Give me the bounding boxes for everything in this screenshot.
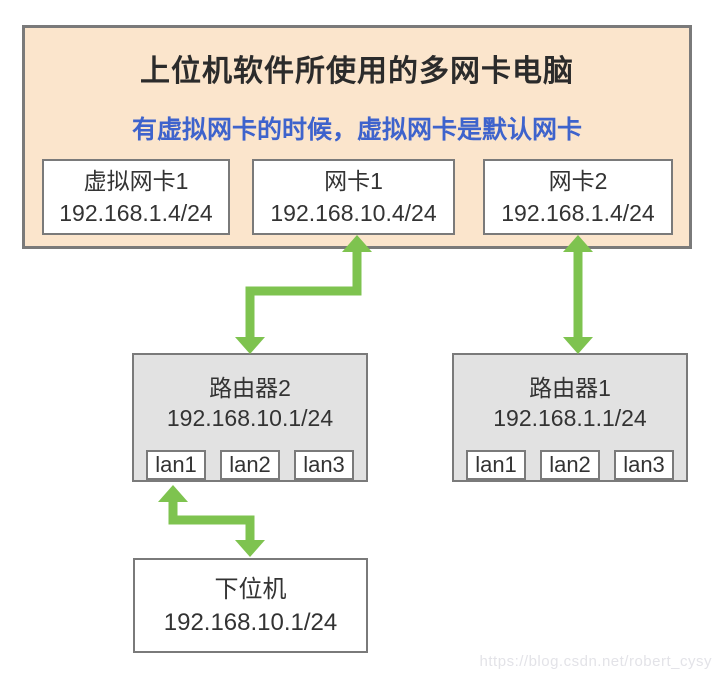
router1-lan2-port: lan2 (540, 450, 600, 480)
node-virtual-nic1: 虚拟网卡1 192.168.1.4/24 (42, 159, 230, 235)
router2-box: 路由器2 192.168.10.1/24 lan1 lan2 lan3 (132, 353, 368, 482)
nic-name: 虚拟网卡1 (83, 168, 189, 194)
nic-name: 网卡2 (548, 168, 608, 194)
router-ip: 192.168.10.1/24 (166, 405, 334, 431)
router1-box: 路由器1 192.168.1.1/24 lan1 lan2 lan3 (452, 353, 688, 482)
node-nic1: 网卡1 192.168.10.4/24 (252, 159, 455, 235)
router-name: 路由器2 (209, 375, 291, 401)
node-nic2: 网卡2 192.168.1.4/24 (483, 159, 673, 235)
nic-ip: 192.168.10.4/24 (270, 200, 437, 226)
nic-name: 网卡1 (324, 168, 383, 194)
device-name: 下位机 (214, 575, 287, 603)
router-name: 路由器1 (529, 375, 611, 401)
router2-lan1-port: lan1 (146, 450, 206, 480)
host-title: 上位机软件所使用的多网卡电脑 (140, 55, 574, 88)
router1-lan1-port: lan1 (466, 450, 526, 480)
nic-ip: 192.168.1.4/24 (501, 200, 655, 226)
arrow-lan1-to-device (158, 485, 265, 557)
router2-lan-row: lan1 lan2 lan3 (134, 450, 366, 480)
arrow-nic1-to-router2 (235, 235, 372, 354)
watermark: https://blog.csdn.net/robert_cysy (479, 653, 712, 670)
downstream-device-box: 下位机 192.168.10.1/24 (133, 558, 368, 653)
router1-lan-row: lan1 lan2 lan3 (454, 450, 686, 480)
device-ip: 192.168.10.1/24 (163, 608, 338, 636)
router1-lan3-port: lan3 (614, 450, 674, 480)
router2-lan2-port: lan2 (220, 450, 280, 480)
arrow-nic2-to-router1 (563, 235, 593, 354)
router-ip: 192.168.1.1/24 (493, 405, 647, 431)
nic-ip: 192.168.1.4/24 (59, 200, 213, 226)
router2-lan3-port: lan3 (294, 450, 354, 480)
host-subtitle: 有虚拟网卡的时候，虚拟网卡是默认网卡 (131, 116, 582, 144)
